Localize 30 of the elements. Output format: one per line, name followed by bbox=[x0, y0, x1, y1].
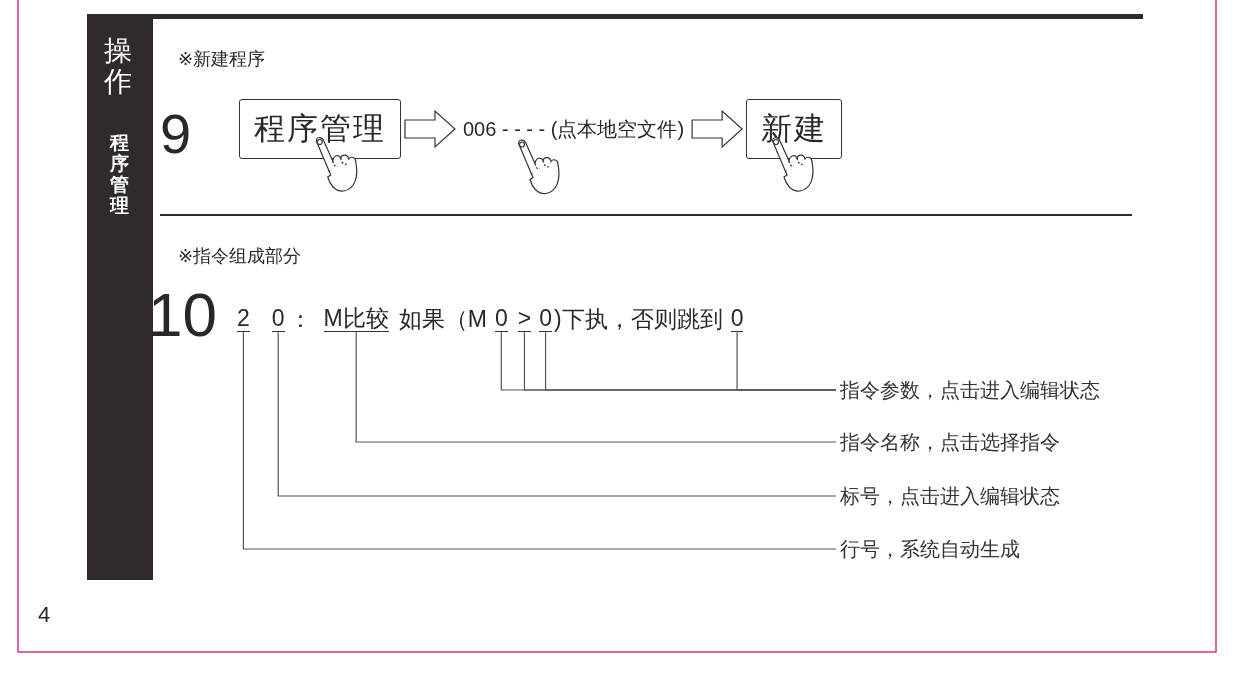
menu-button: 新建 bbox=[746, 99, 843, 159]
step-number: 10 bbox=[148, 284, 217, 346]
page-number: 4 bbox=[38, 604, 51, 626]
leader-line bbox=[355, 331, 837, 443]
arrow bbox=[691, 109, 744, 149]
code-text: ： bbox=[288, 307, 312, 333]
code-token: 0 bbox=[730, 306, 744, 333]
step-text: 006 - - - - (点本地空文件) bbox=[459, 115, 689, 143]
arrow bbox=[404, 109, 456, 149]
section-heading: ※指令组成部分 bbox=[178, 247, 302, 265]
code-text: 如果（M bbox=[398, 307, 487, 333]
callout-text: 行号，系统自动生成 bbox=[840, 537, 1020, 561]
leader-line bbox=[277, 331, 837, 497]
leader-line bbox=[736, 331, 837, 391]
callout-text: 指令参数，点击进入编辑状态 bbox=[840, 378, 1100, 402]
sidebar-heading: 操作 bbox=[104, 36, 132, 98]
leader-line bbox=[242, 331, 837, 550]
code-token: 0 bbox=[494, 306, 508, 333]
menu-button: 程序管理 bbox=[239, 99, 401, 159]
step-number: 9 bbox=[160, 106, 192, 162]
sidebar-subheading: 程序管理 bbox=[110, 133, 129, 217]
code-token: M比较 bbox=[323, 306, 389, 333]
code-token: 2 bbox=[237, 306, 250, 333]
code-token: > bbox=[517, 306, 532, 333]
section-heading: ※新建程序 bbox=[178, 50, 266, 68]
callout-text: 指令名称，点击选择指令 bbox=[840, 430, 1060, 454]
code-text: )下执，否则跳到 bbox=[553, 307, 723, 333]
code-token: 0 bbox=[539, 306, 552, 333]
code-token: 0 bbox=[271, 306, 285, 333]
callout-text: 标号，点击进入编辑状态 bbox=[840, 484, 1060, 508]
